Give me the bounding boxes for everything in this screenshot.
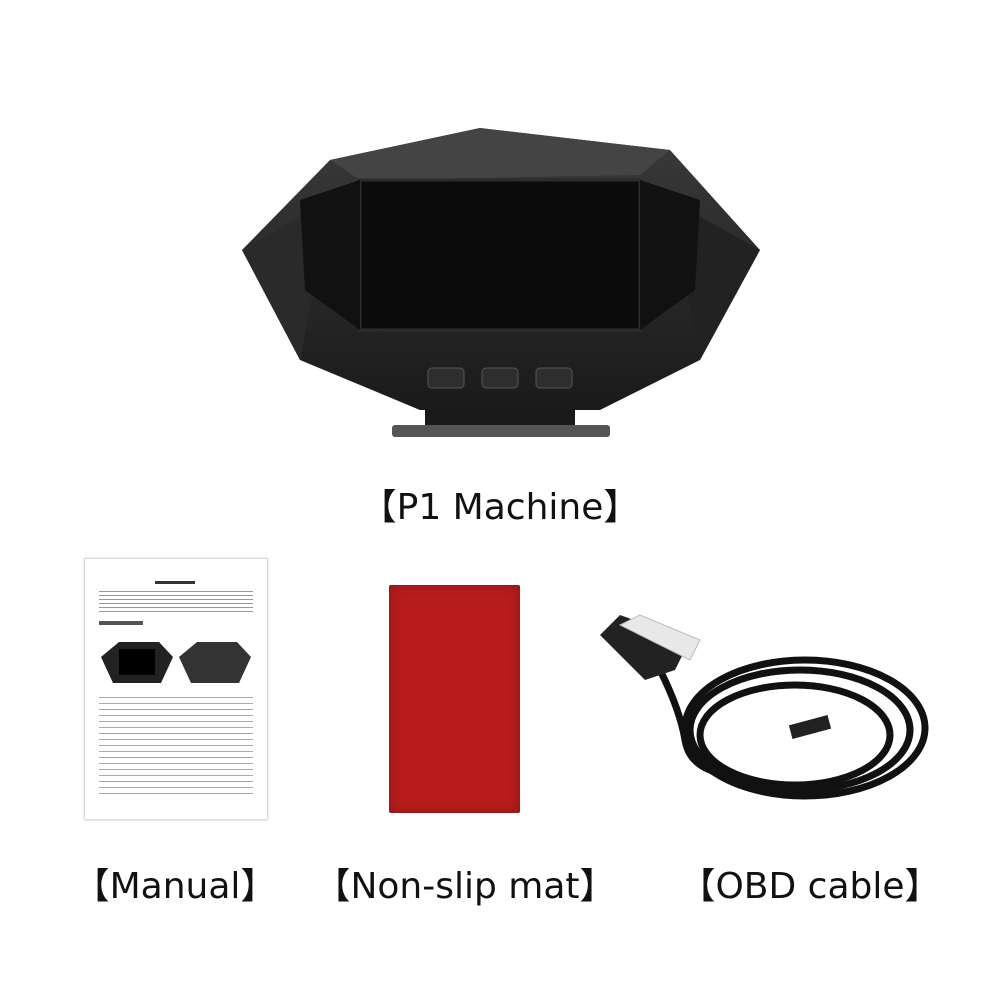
p1-machine-image: [242, 128, 760, 437]
cable-caption: 【OBD cable】: [679, 866, 941, 907]
obd-cable-image: [600, 614, 929, 800]
manual-image: [84, 558, 268, 820]
non-slip-mat-image: [389, 585, 520, 813]
left-button[interactable]: [427, 367, 465, 389]
mat-caption: 【Non-slip mat】: [314, 866, 616, 907]
manual-caption: 【Manual】: [73, 866, 277, 907]
screen: [358, 178, 642, 332]
machine-caption: 【P1 Machine】: [360, 487, 640, 528]
stand-base: [392, 425, 610, 437]
right-button[interactable]: [535, 367, 573, 389]
menu-button[interactable]: [481, 367, 519, 389]
